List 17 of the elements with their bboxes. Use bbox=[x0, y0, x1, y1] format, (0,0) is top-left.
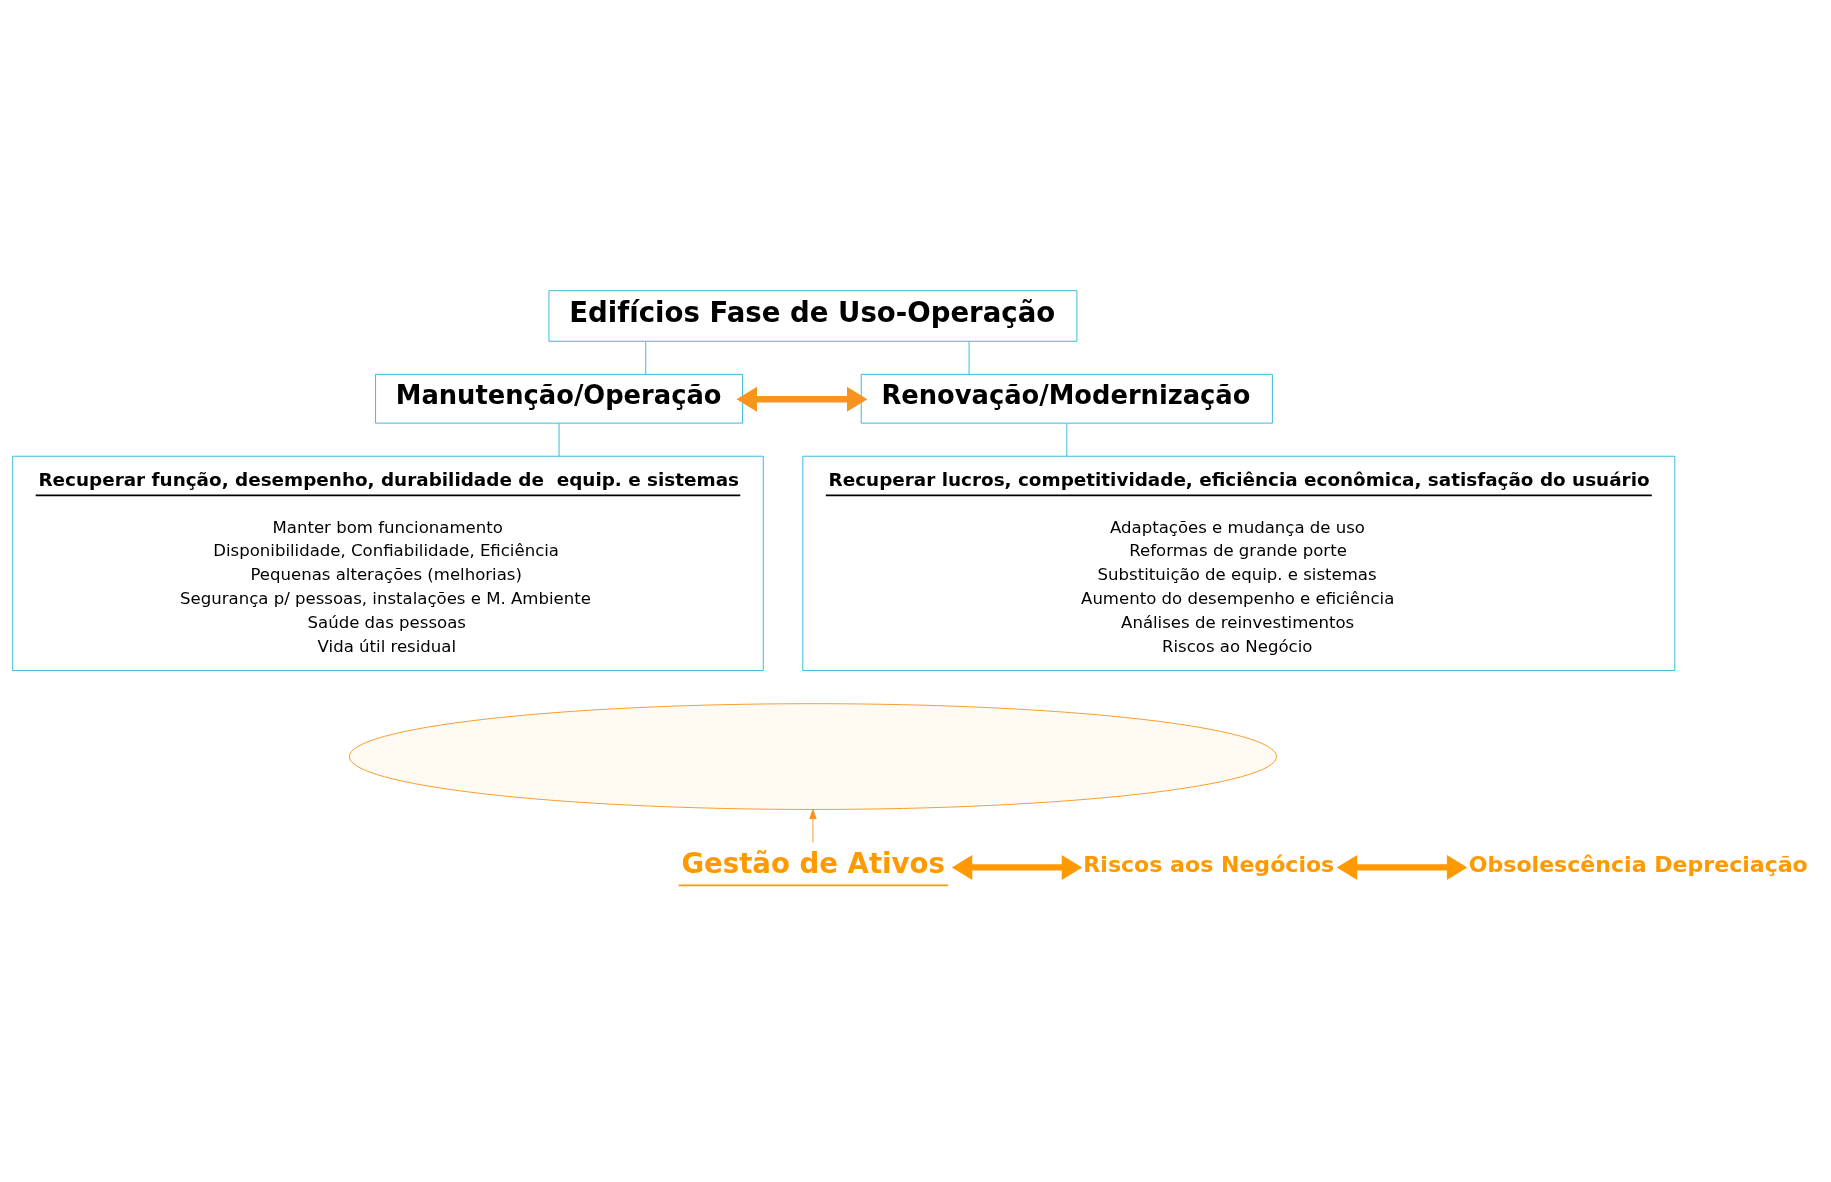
arrow bbox=[951, 854, 1083, 880]
node-text: Gestão de Ativos bbox=[681, 847, 945, 881]
connector bbox=[1066, 422, 1068, 457]
node-box: Renovação/Modernização bbox=[860, 373, 1273, 424]
connector bbox=[645, 341, 647, 375]
connector bbox=[968, 341, 970, 375]
arrow bbox=[736, 386, 868, 412]
node-text: Obsolescência Depreciação bbox=[1468, 851, 1808, 877]
node-box: Recuperar função, desempenho, durabilidade de equip. e sistemas Manter bom funcionamento Disponibilidade, Confiabilidade, Eficiência Pequenas alterações (melhorias) Segurança p/ pessoas, instalações e M. Ambiente Saúde das pessoas Vida útil residual bbox=[12, 455, 764, 671]
node-box: Manutenção/Operação bbox=[375, 373, 744, 424]
node-text: Riscos aos Negócios bbox=[1083, 851, 1335, 877]
connector bbox=[558, 422, 560, 457]
node-ellipse bbox=[348, 703, 1277, 810]
arrow bbox=[809, 809, 817, 843]
node-box: Recuperar lucros, competitividade, eficiência econômica, satisfação do usuário Adaptações e mudança de uso Reformas de grande porte Substituição de equip. e sistemas Aumento do desempenho e eficiência Análises de reinvestimentos Riscos ao Negócio bbox=[802, 455, 1676, 671]
arrow bbox=[1336, 854, 1468, 880]
node-box: Edifícios Fase de Uso-Operação bbox=[548, 290, 1078, 342]
